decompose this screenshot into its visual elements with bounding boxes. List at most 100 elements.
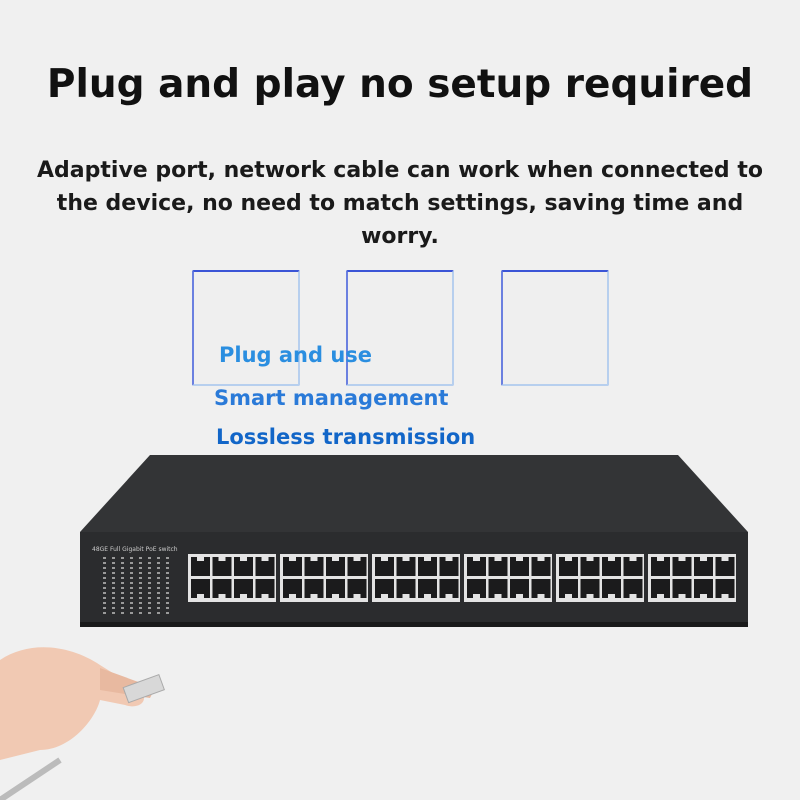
status-led — [103, 592, 106, 594]
status-led — [157, 572, 160, 574]
status-led — [139, 582, 142, 584]
status-led — [121, 577, 124, 579]
port-array — [188, 554, 736, 602]
status-led — [121, 607, 124, 609]
status-led — [157, 557, 160, 559]
status-led — [121, 597, 124, 599]
status-led — [103, 607, 106, 609]
status-led — [148, 577, 151, 579]
rj45-port — [694, 579, 713, 598]
status-led — [157, 582, 160, 584]
status-led — [103, 612, 106, 614]
status-led — [130, 562, 133, 564]
status-led — [166, 577, 169, 579]
rj45-port — [488, 579, 508, 598]
status-led — [148, 567, 151, 569]
status-led — [103, 582, 106, 584]
status-led — [121, 592, 124, 594]
status-led — [148, 562, 151, 564]
rj45-port — [510, 557, 529, 576]
status-led — [157, 587, 160, 589]
feature-plug-and-use: Plug and use — [219, 343, 373, 367]
rj45-port — [283, 579, 302, 598]
rj45-port — [347, 557, 367, 576]
status-led — [103, 602, 106, 604]
rj45-port — [304, 557, 324, 576]
switch-label: 48GE Full Gigabit PoE switch — [92, 546, 178, 553]
rj45-port — [234, 579, 253, 598]
rj45-port — [326, 557, 345, 576]
status-led — [112, 577, 115, 579]
rj45-port — [255, 557, 275, 576]
rj45-port — [559, 579, 578, 598]
status-led — [121, 582, 124, 584]
status-led — [130, 612, 133, 614]
status-led — [148, 612, 151, 614]
feature-frame — [346, 270, 454, 386]
status-led — [166, 587, 169, 589]
rj45-port — [602, 557, 621, 576]
rj45-port — [326, 579, 345, 598]
status-led — [157, 607, 160, 609]
status-led — [166, 602, 169, 604]
rj45-port — [396, 579, 416, 598]
status-led — [112, 597, 115, 599]
status-led — [148, 572, 151, 574]
rj45-port — [602, 579, 621, 598]
rj45-port — [418, 557, 437, 576]
rj45-port — [531, 579, 551, 598]
rj45-port — [255, 579, 275, 598]
status-led — [157, 602, 160, 604]
rj45-port — [439, 557, 459, 576]
status-led — [148, 602, 151, 604]
led-panel — [103, 557, 169, 614]
feature-frame — [192, 270, 300, 386]
status-led — [139, 557, 142, 559]
status-led — [112, 607, 115, 609]
status-led — [166, 562, 169, 564]
headline: Plug and play no setup required — [46, 62, 754, 107]
rj45-port — [715, 557, 735, 576]
status-led — [112, 582, 115, 584]
rj45-port — [488, 557, 508, 576]
rj45-port — [418, 579, 437, 598]
status-led — [121, 587, 124, 589]
status-led — [121, 572, 124, 574]
status-led — [157, 597, 160, 599]
status-led — [130, 572, 133, 574]
status-led — [139, 597, 142, 599]
rj45-port — [580, 579, 600, 598]
rj45-port — [510, 579, 529, 598]
status-led — [112, 602, 115, 604]
status-led — [130, 577, 133, 579]
status-led — [112, 557, 115, 559]
rj45-port — [715, 579, 735, 598]
status-led — [139, 567, 142, 569]
status-led — [166, 597, 169, 599]
status-led — [148, 582, 151, 584]
status-led — [166, 572, 169, 574]
status-led — [112, 587, 115, 589]
status-led — [166, 607, 169, 609]
status-led — [103, 577, 106, 579]
status-led — [139, 577, 142, 579]
rj45-port — [672, 557, 692, 576]
status-led — [139, 602, 142, 604]
rj45-port — [559, 557, 578, 576]
rj45-port — [283, 557, 302, 576]
status-led — [166, 592, 169, 594]
status-led — [130, 602, 133, 604]
feature-smart-management: Smart management — [214, 386, 449, 410]
rj45-port — [580, 557, 600, 576]
status-led — [103, 572, 106, 574]
status-led — [103, 597, 106, 599]
status-led — [166, 557, 169, 559]
rj45-port — [439, 579, 459, 598]
status-led — [112, 592, 115, 594]
status-led — [166, 612, 169, 614]
subtitle: Adaptive port, network cable can work wh… — [37, 158, 763, 249]
status-led — [148, 587, 151, 589]
status-led — [130, 557, 133, 559]
status-led — [130, 582, 133, 584]
rj45-port — [375, 557, 394, 576]
